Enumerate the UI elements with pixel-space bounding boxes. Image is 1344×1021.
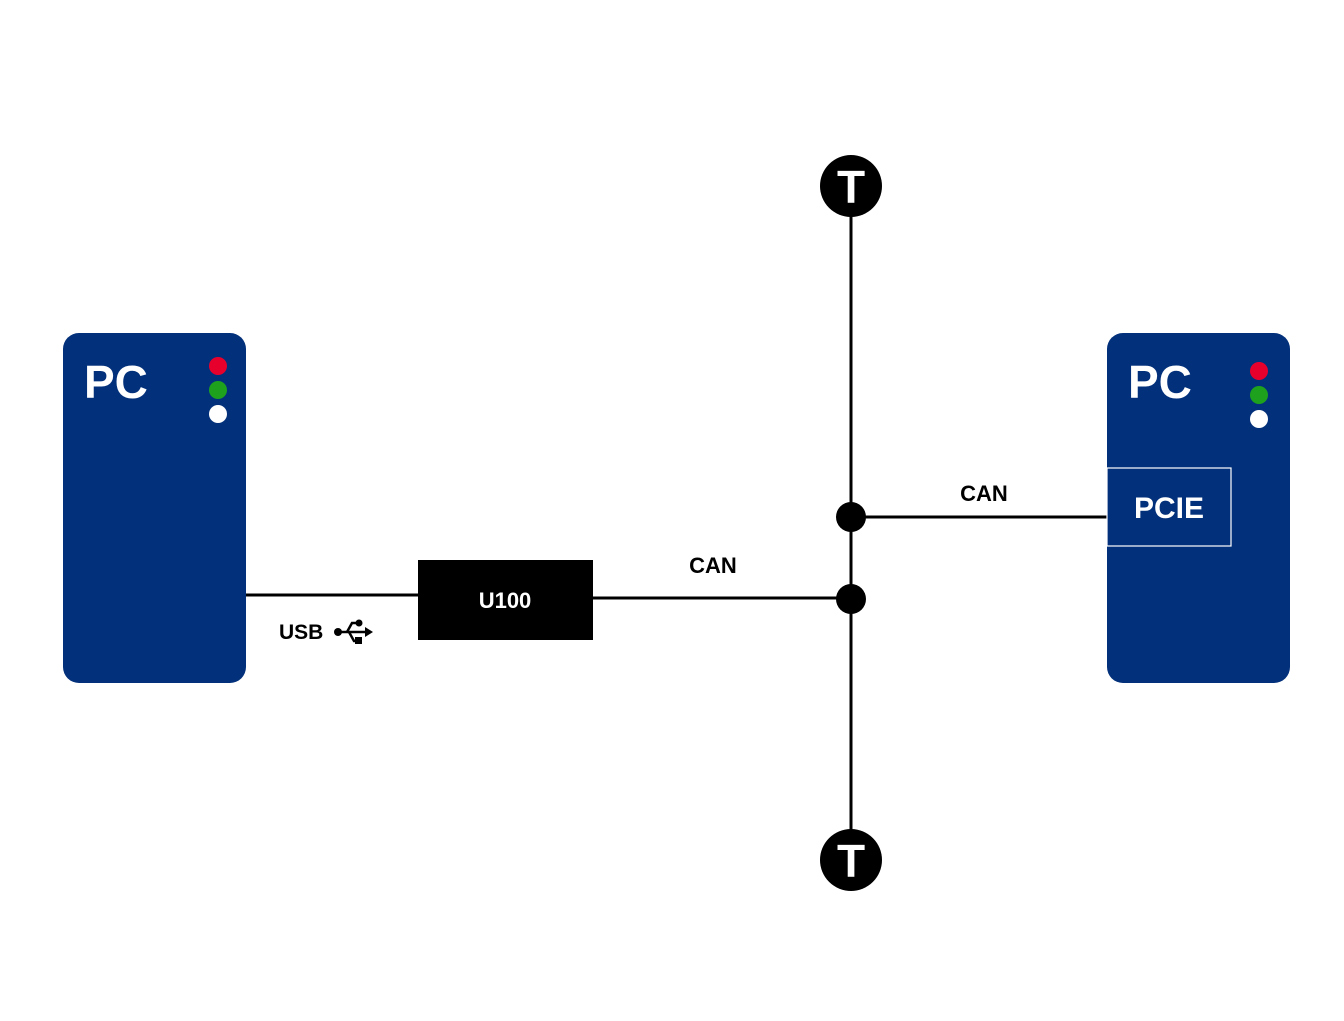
left-pc-red-led (209, 357, 227, 375)
right-pc-label: PC (1128, 356, 1192, 408)
pcie-card-label: PCIE (1134, 492, 1204, 525)
usb-icon (334, 619, 373, 644)
left-pc-green-led (209, 381, 227, 399)
can-label-pcie: CAN (960, 481, 1008, 506)
left-pc-white-led (209, 405, 227, 423)
adapter-body (418, 560, 593, 640)
terminator-top-label: T (837, 161, 865, 213)
junction-node-pcie (836, 502, 866, 532)
left-pc-body (63, 333, 246, 683)
right-pc-green-led (1250, 386, 1268, 404)
terminator-top-circle (820, 155, 882, 217)
terminator-bottom-circle (820, 829, 882, 891)
right-pc-red-led (1250, 362, 1268, 380)
terminator-top: T (820, 155, 882, 217)
terminator-bottom: T (820, 829, 882, 891)
terminator-bottom-label: T (837, 835, 865, 887)
left-pc-label: PC (84, 356, 148, 408)
right-pc-white-led (1250, 410, 1268, 428)
u100-adapter: U100 (418, 560, 593, 640)
pcie-card (1106, 467, 1232, 547)
junction-node-adapter (836, 584, 866, 614)
adapter-label: U100 (479, 588, 532, 613)
left-pc: PC (63, 333, 246, 683)
usb-label: USB (279, 621, 323, 644)
right-pc: PC PCIE (1106, 333, 1290, 683)
can-label-adapter: CAN (689, 553, 737, 578)
